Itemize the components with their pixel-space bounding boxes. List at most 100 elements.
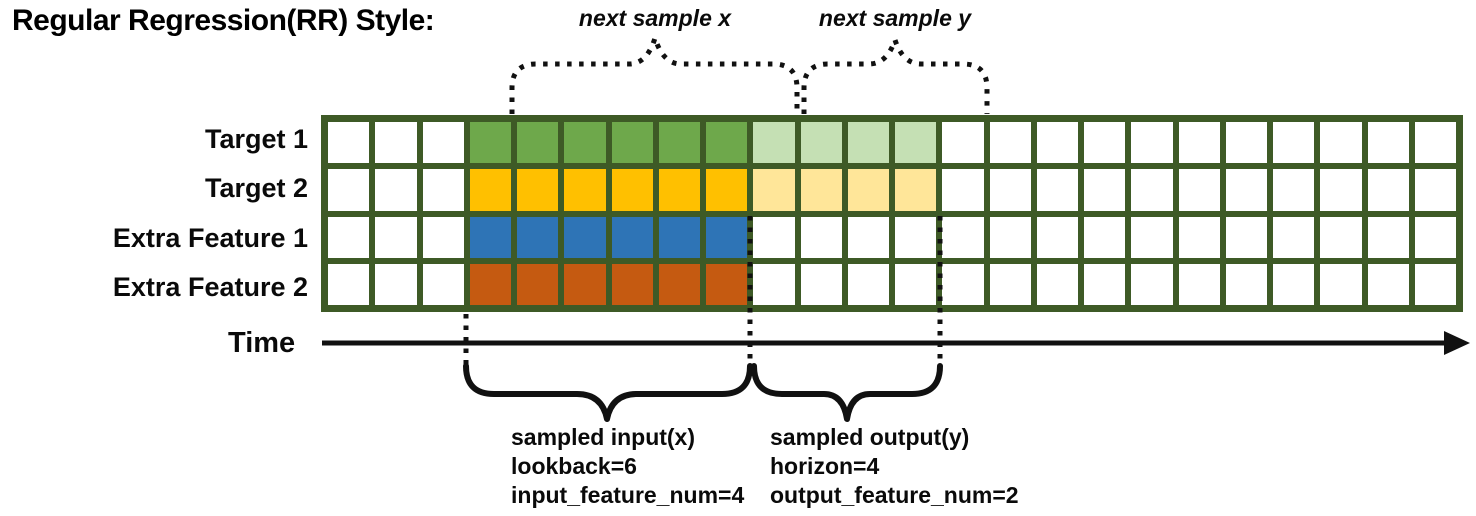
sample-grid	[321, 115, 1463, 312]
sampled-output-brace	[751, 363, 943, 422]
grid-cell-r2-c12	[847, 169, 889, 211]
grid-cell-r4-c16	[1036, 263, 1078, 305]
row-labels: Target 1 Target 2 Extra Feature 1 Extra …	[0, 115, 308, 312]
grid-cell-r1-c11	[800, 122, 842, 164]
sampled-input-brace	[463, 363, 753, 422]
grid-cell-r3-c2	[375, 216, 417, 258]
grid-cell-r2-c7	[611, 169, 653, 211]
grid-cell-r1-c15	[989, 122, 1031, 164]
next-sample-y-label: next sample y	[818, 5, 972, 31]
grid-cell-r3-c12	[847, 216, 889, 258]
grid-cell-r3-c3	[422, 216, 464, 258]
sampled-input-line-1: sampled input(x)	[511, 424, 696, 450]
grid-cell-r2-c6	[564, 169, 606, 211]
grid-cell-r1-c1	[328, 122, 370, 164]
grid-cell-r4-c12	[847, 263, 889, 305]
sampled-output-caption: sampled output(y) horizon=4 output_featu…	[770, 423, 1019, 510]
grid-cell-r1-c23	[1367, 122, 1409, 164]
sampled-output-line-1: sampled output(y)	[770, 424, 970, 450]
grid-cell-r2-c19	[1178, 169, 1220, 211]
grid-cell-r3-c20	[1225, 216, 1267, 258]
row-label-extra-feature-2: Extra Feature 2	[112, 271, 308, 302]
grid-cell-r1-c24	[1414, 122, 1456, 164]
grid-cell-r2-c16	[1036, 169, 1078, 211]
sampled-input-line-3: input_feature_num=4	[511, 482, 745, 508]
grid-cell-r1-c14	[942, 122, 984, 164]
grid-cell-r1-c18	[1131, 122, 1173, 164]
grid-cell-r4-c19	[1178, 263, 1220, 305]
grid-cell-r2-c17	[1084, 169, 1126, 211]
time-axis-label: Time	[228, 327, 296, 359]
row-label-extra-feature-1: Extra Feature 1	[112, 222, 308, 253]
grid-cell-r3-c23	[1367, 216, 1409, 258]
grid-cell-r4-c14	[942, 263, 984, 305]
grid-cell-r3-c5	[517, 216, 559, 258]
grid-cell-r2-c18	[1131, 169, 1173, 211]
grid-cell-r4-c7	[611, 263, 653, 305]
grid-cell-r1-c4	[469, 122, 511, 164]
grid-cell-r2-c24	[1414, 169, 1456, 211]
grid-cell-r3-c4	[469, 216, 511, 258]
grid-cell-r2-c21	[1273, 169, 1315, 211]
grid-cell-r3-c6	[564, 216, 606, 258]
grid-cell-r2-c15	[989, 169, 1031, 211]
grid-cell-r4-c6	[564, 263, 606, 305]
grid-cell-r1-c16	[1036, 122, 1078, 164]
grid-cell-r3-c10	[753, 216, 795, 258]
sampled-input-line-2: lookback=6	[511, 453, 637, 479]
grid-cell-r2-c10	[753, 169, 795, 211]
grid-cell-r1-c7	[611, 122, 653, 164]
grid-cell-r4-c5	[517, 263, 559, 305]
grid-cell-r3-c13	[895, 216, 937, 258]
grid-cell-r3-c7	[611, 216, 653, 258]
grid-cell-r2-c1	[328, 169, 370, 211]
grid-cell-r1-c20	[1225, 122, 1267, 164]
grid-cell-r2-c20	[1225, 169, 1267, 211]
grid-cell-r4-c22	[1320, 263, 1362, 305]
grid-cell-r2-c13	[895, 169, 937, 211]
grid-cell-r1-c2	[375, 122, 417, 164]
sampled-output-line-2: horizon=4	[770, 453, 880, 479]
grid-cell-r1-c13	[895, 122, 937, 164]
grid-cell-r4-c24	[1414, 263, 1456, 305]
grid-cell-r2-c8	[658, 169, 700, 211]
grid-cell-r3-c15	[989, 216, 1031, 258]
grid-cell-r2-c9	[706, 169, 748, 211]
grid-cell-r2-c3	[422, 169, 464, 211]
sampled-input-caption: sampled input(x) lookback=6 input_featur…	[511, 423, 744, 510]
row-label-target-2: Target 2	[204, 173, 308, 204]
sampled-output-line-3: output_feature_num=2	[770, 482, 1019, 508]
grid-cell-r1-c10	[753, 122, 795, 164]
grid-cell-r1-c3	[422, 122, 464, 164]
grid-cell-r4-c18	[1131, 263, 1173, 305]
grid-cell-r1-c8	[658, 122, 700, 164]
grid-cell-r1-c9	[706, 122, 748, 164]
next-sample-x-brace	[509, 29, 800, 114]
row-label-target-1: Target 1	[204, 124, 308, 155]
grid-cell-r1-c21	[1273, 122, 1315, 164]
grid-cell-r2-c11	[800, 169, 842, 211]
grid-cell-r3-c17	[1084, 216, 1126, 258]
grid-cell-r3-c24	[1414, 216, 1456, 258]
next-sample-y-brace	[801, 32, 990, 114]
next-sample-x-label: next sample x	[578, 5, 732, 31]
time-axis-arrowhead	[1444, 331, 1470, 355]
grid-cell-r4-c23	[1367, 263, 1409, 305]
grid-cell-r3-c21	[1273, 216, 1315, 258]
grid-cell-r4-c9	[706, 263, 748, 305]
grid-cell-r2-c23	[1367, 169, 1409, 211]
grid-cell-r4-c8	[658, 263, 700, 305]
grid-cell-r2-c2	[375, 169, 417, 211]
grid-cell-r1-c22	[1320, 122, 1362, 164]
grid-cell-r1-c12	[847, 122, 889, 164]
grid-cell-r3-c1	[328, 216, 370, 258]
grid-cell-r4-c4	[469, 263, 511, 305]
grid-cell-r4-c3	[422, 263, 464, 305]
grid-cell-r1-c5	[517, 122, 559, 164]
grid-cell-r4-c10	[753, 263, 795, 305]
grid-cell-r4-c2	[375, 263, 417, 305]
grid-cell-r2-c14	[942, 169, 984, 211]
grid-cell-r2-c4	[469, 169, 511, 211]
grid-cell-r4-c1	[328, 263, 370, 305]
